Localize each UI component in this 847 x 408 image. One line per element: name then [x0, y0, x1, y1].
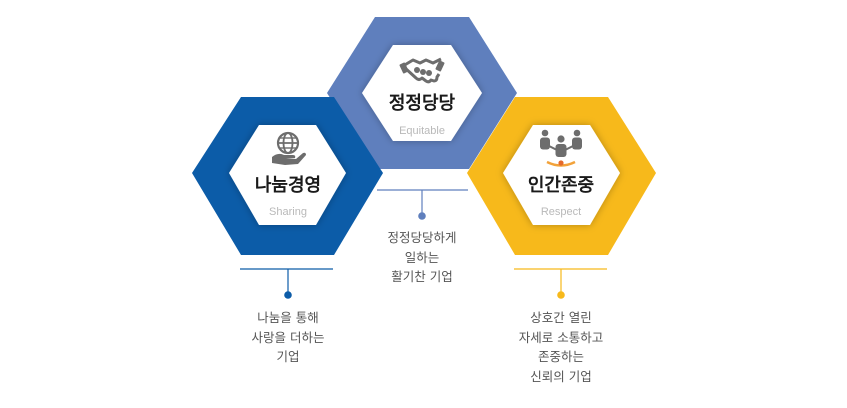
hexagon-sharing	[192, 97, 383, 255]
hexagon-sharing-inner	[229, 125, 346, 225]
sharing-title: 나눔경영	[255, 175, 321, 196]
sharing-description: 나눔을 통해 사랑을 더하는 기업	[228, 308, 348, 367]
respect-title: 인간존중	[528, 175, 594, 196]
sharing-subtitle: Sharing	[269, 206, 307, 218]
people-network-icon	[540, 129, 582, 167]
equitable-description: 정정당당하게 일하는 활기찬 기업	[362, 228, 482, 287]
hexagon-equitable-inner	[362, 45, 482, 141]
hexagon-respect	[467, 97, 656, 255]
sharing-description-line: 기업	[276, 349, 300, 364]
equitable-description-line: 정정당당하게	[387, 230, 457, 245]
equitable-description-line: 활기찬 기업	[391, 269, 453, 284]
globe-hand-icon	[272, 131, 306, 165]
sharing-description-line: 사랑을 더하는	[251, 329, 325, 345]
respect-description-line: 자세로 소통하고	[518, 329, 604, 345]
hexagon-respect-inner	[503, 125, 620, 225]
equitable-description-line: 일하는	[404, 249, 440, 265]
connector-respect	[514, 268, 607, 299]
equitable-subtitle: Equitable	[399, 125, 445, 137]
connector-sharing	[240, 268, 333, 299]
respect-description: 상호간 열린 자세로 소통하고 존중하는 신뢰의 기업	[496, 308, 626, 386]
respect-description-line: 상호간 열린	[530, 310, 592, 325]
sharing-description-line: 나눔을 통해	[257, 310, 319, 325]
respect-subtitle: Respect	[541, 206, 581, 218]
respect-description-line: 존중하는	[537, 349, 584, 364]
equitable-title: 정정당당	[389, 93, 456, 114]
connector-equitable	[377, 189, 468, 220]
respect-description-line: 신뢰의 기업	[530, 368, 592, 384]
handshake-icon	[399, 57, 445, 84]
hexagon-equitable	[327, 17, 517, 169]
